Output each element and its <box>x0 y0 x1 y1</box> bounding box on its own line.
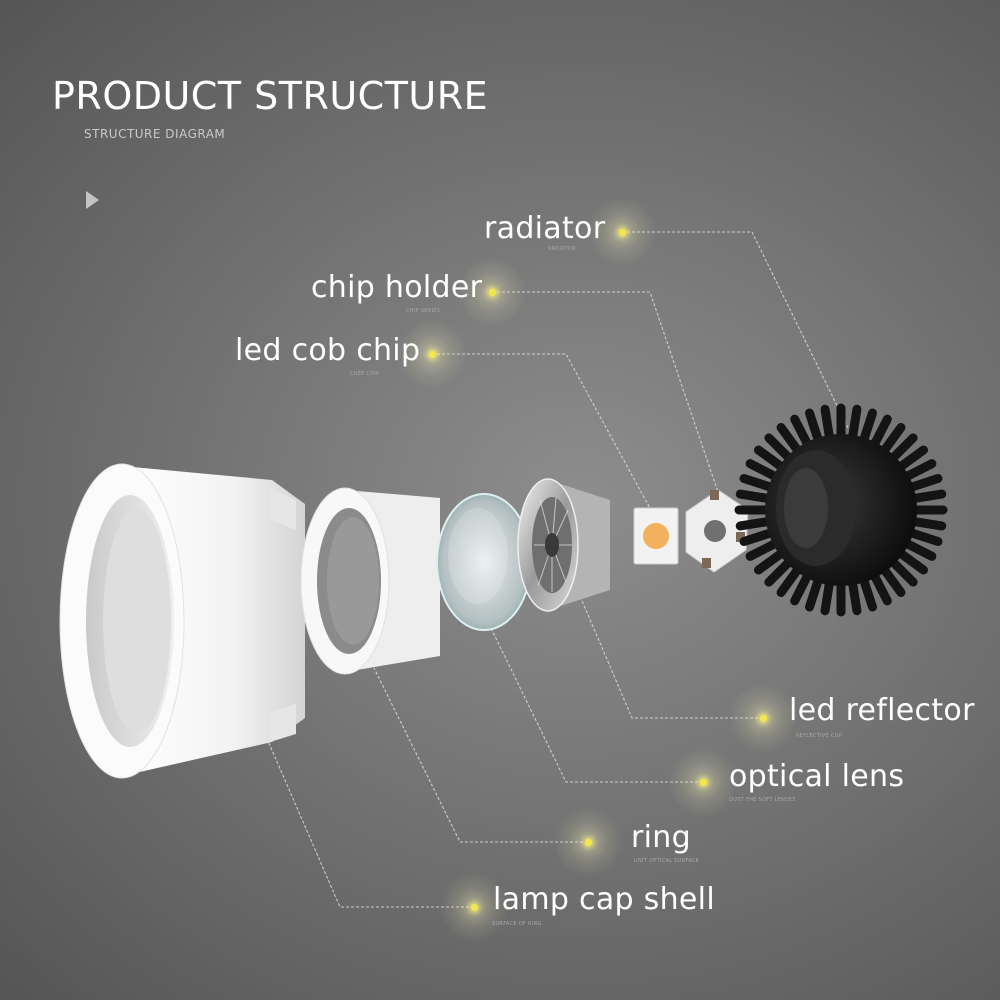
leader-line-ring <box>373 667 588 843</box>
optical-lens-part <box>436 493 532 631</box>
play-icon[interactable] <box>86 191 99 209</box>
label-radiator: radiator <box>484 211 606 246</box>
callout-dot-radiator <box>618 228 626 236</box>
page-title: PRODUCT STRUCTURE <box>52 74 489 118</box>
callout-dot-optical-lens <box>699 778 707 786</box>
leader-line-led-cob-chip <box>432 353 659 524</box>
led-cob-chip-part <box>633 507 679 565</box>
radiator-part <box>734 403 948 617</box>
leader-line-optical-lens <box>487 621 703 783</box>
sublabel-led-reflector: REFLECTIVE CUP <box>796 733 843 739</box>
chip-holder-part <box>685 489 749 573</box>
callout-dot-chip-holder <box>488 288 496 296</box>
leader-line-chip-holder <box>492 291 719 493</box>
led-reflector-part <box>517 478 610 612</box>
label-led-cob-chip: led cob chip <box>235 333 421 368</box>
sublabel-ring: UNIT OPTICAL SURFACE <box>634 858 699 864</box>
leader-line-radiator <box>622 231 849 429</box>
sublabel-radiator: RADIATOR <box>548 246 576 252</box>
sublabel-lamp-cap-shell: SURFACE OF RING <box>492 921 542 927</box>
label-lamp-cap-shell: lamp cap shell <box>493 882 715 917</box>
callout-dot-led-reflector <box>759 714 767 722</box>
label-chip-holder: chip holder <box>311 270 483 305</box>
leader-line-led-reflector <box>573 581 763 719</box>
label-led-reflector: led reflector <box>789 693 975 728</box>
lamp-cap-shell-part <box>59 463 305 779</box>
label-ring: ring <box>631 820 691 855</box>
sublabel-chip-holder: CHIP SERIES <box>406 308 441 314</box>
label-optical-lens: optical lens <box>729 759 905 794</box>
callout-dot-ring <box>584 838 592 846</box>
sublabel-led-cob-chip: CREE CHIP <box>350 371 380 377</box>
page-subtitle: STRUCTURE DIAGRAM <box>84 127 226 141</box>
callout-dot-lamp-cap-shell <box>470 903 478 911</box>
ring-part <box>300 487 440 675</box>
leader-lines <box>257 231 849 908</box>
leader-line-lamp-cap-shell <box>257 717 474 908</box>
callout-dot-led-cob-chip <box>428 350 436 358</box>
sublabel-optical-lens: DUST THE SOFT LENSES <box>729 797 796 803</box>
